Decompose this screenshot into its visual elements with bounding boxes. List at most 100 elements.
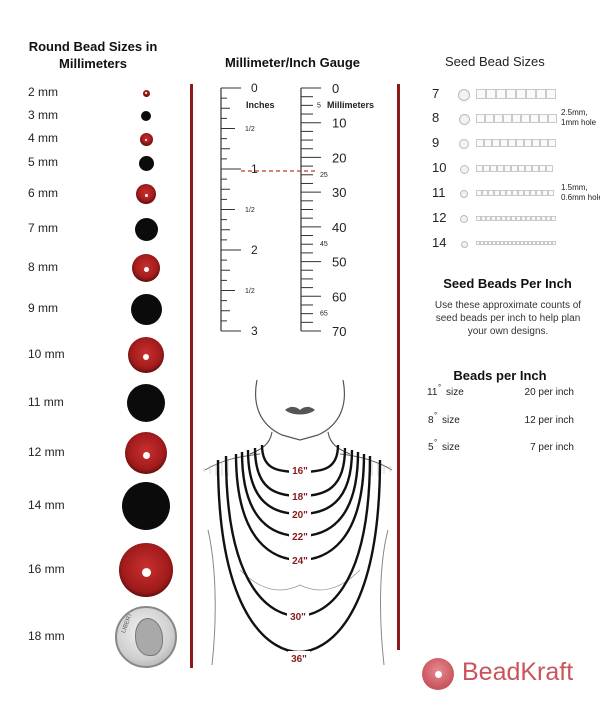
right-divider (397, 84, 400, 650)
round-bead-red (119, 543, 173, 597)
bead-size-label: 5 mm (28, 155, 58, 169)
seed-bead-icon (460, 215, 468, 223)
inch-label: 1 (251, 162, 258, 176)
seed-bead-icon (460, 190, 468, 198)
seed-size-label: 11 (432, 185, 446, 200)
bead-size-label: 2 mm (28, 85, 58, 99)
degree-icon: ° (434, 438, 438, 447)
inch-label: 3 (251, 324, 258, 338)
seed-bead-strand (476, 215, 556, 221)
round-bead-black (134, 217, 158, 241)
mm-label: 50 (332, 255, 346, 270)
necklace-label-bg (289, 529, 311, 542)
bpi-size: 5 (428, 442, 434, 453)
inches-unit-label: Inches (246, 100, 275, 110)
left-divider (190, 84, 193, 668)
degree-icon: ° (438, 383, 442, 392)
seed-bead-strand (476, 113, 557, 123)
mm-label: 70 (332, 324, 346, 339)
dime-coin: LIBERTY (115, 606, 177, 668)
bead-size-label: 18 mm (28, 629, 65, 643)
bpi-unit: size (442, 415, 460, 426)
beads-per-inch-title: Beads per Inch (453, 368, 547, 383)
degree-icon: ° (434, 411, 438, 420)
necklace-label-bg (289, 553, 311, 566)
seed-bead-icon (458, 113, 470, 125)
round-bead-black (127, 384, 165, 422)
inch-ruler: 0 1/2 1 1/2 2 1/2 3 (220, 81, 258, 338)
bead-size-label: 14 mm (28, 498, 65, 512)
necklace-length-label: 22" (292, 532, 308, 543)
mm-label: 40 (332, 220, 346, 235)
bpi-size: 11 (427, 387, 438, 398)
bead-size-label: 16 mm (28, 562, 65, 576)
round-bead-black (122, 482, 170, 530)
bead-size-label: 4 mm (28, 131, 58, 145)
coin-portrait (135, 618, 163, 656)
seed-bead-icon (458, 89, 470, 101)
necklace-length-label: 30" (290, 612, 306, 623)
bead-size-label: 10 mm (28, 347, 65, 361)
brand-name: BeadKraft (462, 658, 574, 686)
bead-size-label: 6 mm (28, 186, 58, 200)
necklace-length-label: 36" (291, 654, 307, 665)
mm-label: 20 (332, 150, 346, 165)
seed-bead-note: 1.5mm, 0.6mm hole (561, 183, 600, 202)
seed-bead-icon (459, 139, 469, 149)
chest-outline (239, 569, 361, 591)
round-bead-black (130, 293, 162, 325)
seed-size-label: 12 (432, 210, 447, 225)
inch-label: 1/2 (245, 126, 255, 133)
neck-outline (249, 431, 351, 455)
seed-bead-strand (476, 241, 556, 245)
bpi-unit: size (442, 442, 460, 453)
seed-per-inch-description: Use these approximate counts of seed bea… (434, 300, 582, 337)
round-bead-red (139, 132, 153, 146)
round-bead-red (142, 89, 150, 97)
mm-unit-label: Millimeters (327, 100, 375, 110)
bpi-count: 7 per inch (530, 442, 574, 453)
inch-label: 1/2 (245, 288, 255, 295)
necklace-label-bg (287, 609, 309, 622)
necklace-label-bg (289, 489, 311, 502)
coin-text: LIBERTY (121, 608, 136, 635)
seed-bead-icon (459, 164, 469, 174)
necklace-label-bg (288, 651, 310, 664)
round-bead-red (132, 254, 160, 282)
seed-bead-strand (476, 139, 556, 147)
bead-size-label: 7 mm (28, 221, 58, 235)
necklace-length-label: 24" (292, 556, 308, 567)
round-bead-black (138, 155, 154, 171)
bead-size-label: 12 mm (28, 445, 65, 459)
lips (285, 406, 315, 415)
bpi-size: 8 (428, 415, 434, 426)
inch-label: 1/2 (245, 207, 255, 214)
seed-bead-strand (476, 164, 553, 172)
seed-per-inch-title: Seed Beads Per Inch (443, 276, 572, 291)
bead-size-label: 9 mm (28, 301, 58, 315)
necklace-label-bg (289, 463, 311, 476)
mm-label: 5 (317, 102, 321, 109)
seed-size-label: 7 (432, 86, 440, 101)
seed-bead-strand (476, 89, 556, 99)
inch-label: 2 (251, 243, 258, 257)
round-bead-red (125, 432, 167, 474)
bpi-count: 20 per inch (524, 387, 574, 398)
bead-size-label: 8 mm (28, 260, 58, 274)
inch-label: 0 (251, 81, 258, 95)
bead-size-label: 11 mm (28, 395, 64, 409)
bpi-count: 12 per inch (524, 415, 574, 426)
round-bead-black (141, 111, 151, 121)
necklace-length-label: 18" (292, 492, 308, 503)
mm-label: 10 (332, 116, 346, 131)
brand-logo: BeadKraft (422, 656, 592, 696)
bead-logo-icon (422, 658, 454, 690)
seed-bead-title: Seed Bead Sizes (445, 54, 545, 69)
seed-size-label: 14 (432, 235, 447, 250)
necklace-illustration: 16"18"20"22"24"30"36" (203, 380, 393, 666)
bpi-unit: size (446, 387, 464, 398)
mm-label: 0 (332, 81, 339, 96)
seed-size-label: 10 (432, 160, 447, 175)
